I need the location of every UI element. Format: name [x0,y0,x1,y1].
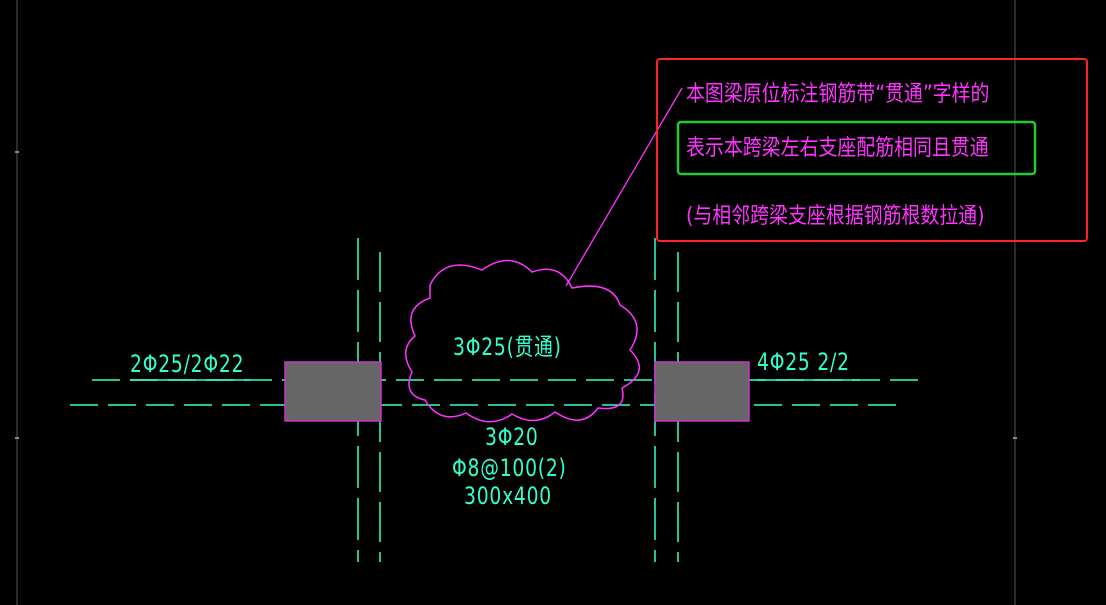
note-frame-red [656,58,1088,242]
left-support-rebar-label: 2Φ25/2Φ22 [130,350,245,378]
note-line-3: (与相邻跨梁支座根据钢筋根数拉通) [686,204,985,229]
section-size-label: 300x400 [464,482,553,510]
axis-lines [70,238,920,562]
continuous-top-rebar-label: 3Φ25(贯通) [453,333,562,361]
leader-line-icon [565,87,683,287]
note-line-1: 本图梁原位标注钢筋带“贯通”字样的 [686,82,990,107]
note-line-2: 表示本跨梁左右支座配筋相同且贯通 [686,136,989,161]
stirrup-label: Φ8@100(2) [452,454,567,482]
right-column [654,361,750,422]
left-column [284,361,382,422]
bottom-rebar-label: 3Φ20 [485,423,539,451]
revision-cloud-icon [405,259,640,423]
note-highlight-green [676,120,1037,176]
right-support-rebar-label: 4Φ25 2/2 [757,348,850,376]
